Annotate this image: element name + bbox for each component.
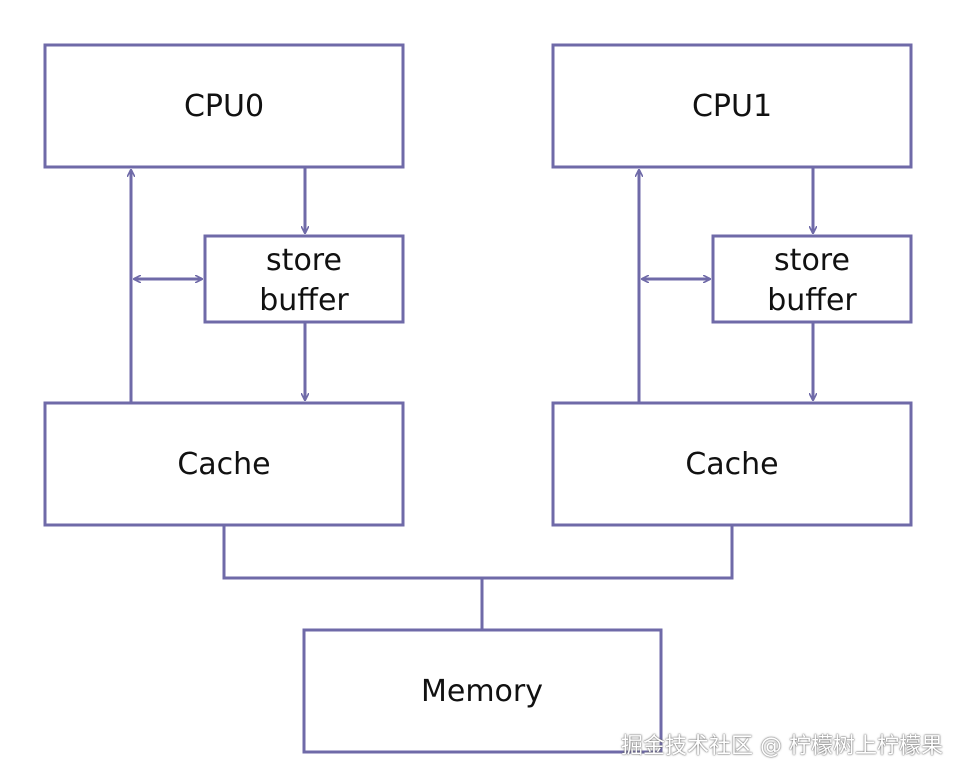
cache-left-box: [43, 401, 405, 527]
store-buffer-right-label-line1: store: [774, 243, 850, 278]
cache-left-label: Cache: [177, 447, 270, 482]
cpu1-label: CPU1: [692, 89, 772, 124]
cache-right-label: Cache: [685, 447, 778, 482]
store-buffer-right-label-line2: buffer: [767, 283, 857, 318]
store-buffer-left-label-line1: store: [266, 243, 342, 278]
store-buffer-left-box: [203, 234, 405, 324]
cache-right-group: Cache: [551, 401, 913, 527]
cpu0-box: [43, 43, 405, 169]
cpu1-box: [551, 43, 913, 169]
cache-right-box: [551, 401, 913, 527]
store-buffer-left-label-line2: buffer: [259, 283, 349, 318]
cpu1-group: CPU1: [551, 43, 913, 169]
memory-group: Memory: [302, 628, 663, 754]
cpu0-label: CPU0: [184, 89, 264, 124]
store-buffer-right-group: store buffer: [711, 234, 913, 324]
cpu0-group: CPU0: [43, 43, 405, 169]
memory-label: Memory: [421, 674, 543, 709]
bus-caches-to-memory: [222, 525, 734, 580]
memory-box: [302, 628, 663, 754]
watermark: 掘金技术社区 @ 柠檬树上柠檬果: [621, 734, 943, 759]
cache-left-group: Cache: [43, 401, 405, 527]
store-buffer-left-group: store buffer: [203, 234, 405, 324]
